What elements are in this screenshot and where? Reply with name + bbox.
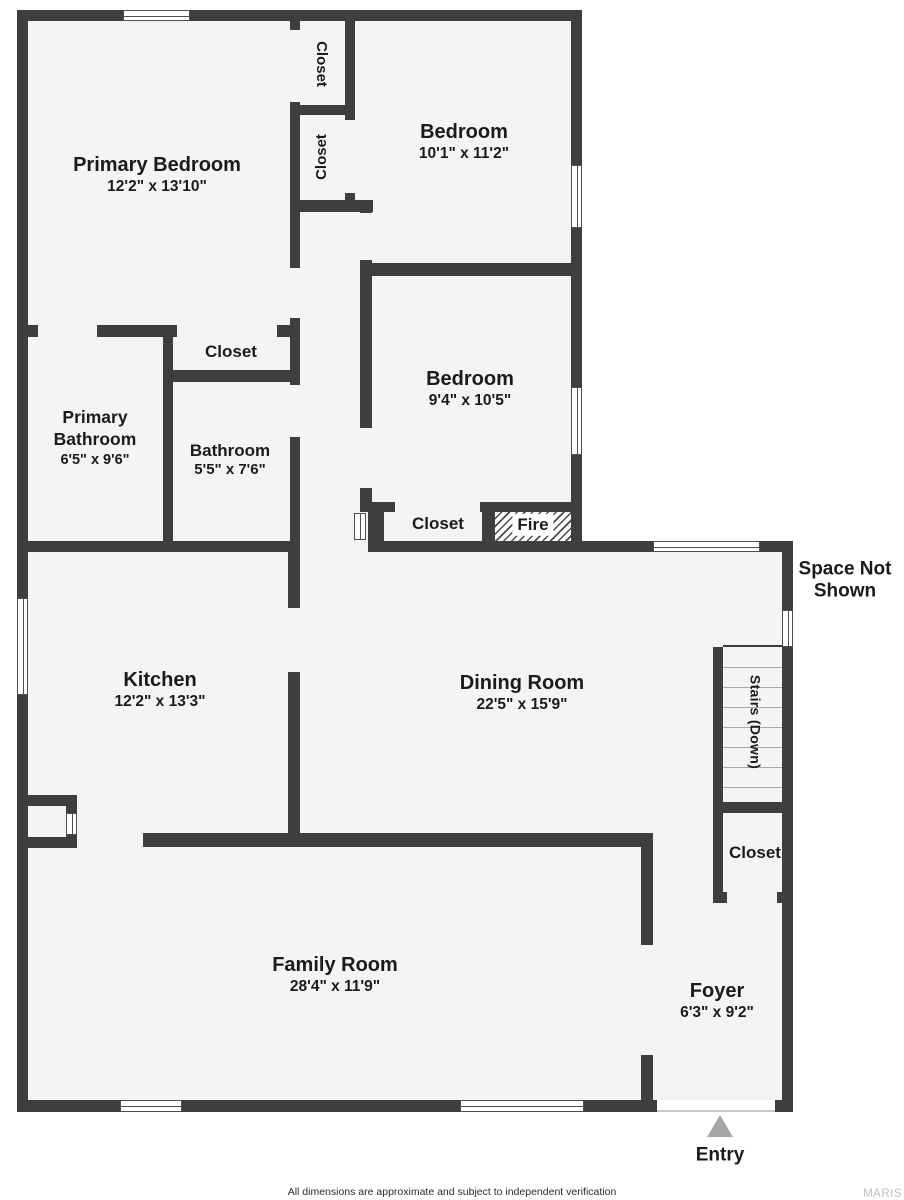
- window-marker: [653, 541, 760, 552]
- wall: [163, 337, 173, 552]
- window-marker: [571, 387, 582, 455]
- room-name: Primary Bedroom: [73, 153, 241, 176]
- room-label-closet-lower: Closet: [313, 134, 330, 180]
- room-label-primary-bedroom: Primary Bedroom 12'2" x 13'10": [73, 154, 241, 196]
- room-name: Bedroom: [426, 367, 514, 390]
- room-label-closet-mid: Closet: [205, 341, 257, 361]
- room-dims: 28'4" x 11'9": [289, 977, 381, 995]
- room-name: Foyer: [689, 979, 745, 1002]
- wall: [290, 337, 300, 552]
- room-dims: 5'5" x 7'6": [194, 460, 266, 478]
- room-dims: 6'3" x 9'2": [680, 1003, 754, 1021]
- room-dims: 6'5" x 9'6": [60, 451, 130, 468]
- room-label-primary-bathroom: Primary Bathroom 6'5" x 9'6": [37, 407, 153, 469]
- room-dims: 22'5" x 15'9": [476, 695, 568, 713]
- window-marker: [66, 813, 77, 835]
- room-label-family-room: Family Room 28'4" x 11'9": [272, 954, 398, 996]
- room-dims: 10'1" x 11'2": [418, 144, 510, 162]
- door-opening: [360, 213, 372, 260]
- room-label-stairs: Stairs (Down): [747, 674, 764, 770]
- wall: [290, 105, 355, 115]
- door-opening: [360, 428, 372, 488]
- wall: [641, 1055, 653, 1100]
- stairs-top-line: [723, 645, 783, 647]
- room-label-bedroom-mid: Bedroom 9'4" x 10'5": [426, 368, 514, 410]
- wall: [20, 795, 77, 806]
- wall: [288, 672, 300, 838]
- room-name: Family Room: [272, 953, 398, 976]
- room-label-bedroom-top: Bedroom 10'1" x 11'2": [419, 121, 509, 163]
- door-opening: [177, 325, 277, 337]
- watermark: MARIS: [863, 1188, 902, 1200]
- room-dims: 12'2" x 13'10": [107, 177, 207, 195]
- wall: [782, 552, 793, 1112]
- entry-arrow-icon: [707, 1115, 733, 1137]
- wall: [713, 802, 793, 813]
- door-opening: [395, 502, 480, 512]
- entry-opening: [657, 1100, 775, 1112]
- disclaimer-text: All dimensions are approximate and subje…: [287, 1186, 617, 1198]
- floor-area: [17, 541, 793, 1112]
- room-label-kitchen: Kitchen 12'2" x 13'3": [114, 669, 205, 711]
- door-opening: [290, 268, 300, 318]
- room-name: Primary Bathroom: [53, 407, 137, 449]
- room-label-fire: Fire: [512, 513, 554, 537]
- wall: [368, 502, 384, 552]
- wall: [713, 647, 723, 903]
- wall: [288, 552, 300, 608]
- window-marker: [17, 598, 28, 695]
- door-opening: [727, 892, 777, 903]
- room-label-bathroom: Bathroom 5'5" x 7'6": [190, 441, 270, 479]
- wall: [360, 263, 582, 276]
- wall: [17, 541, 300, 552]
- wall: [143, 833, 653, 847]
- window-marker: [123, 10, 190, 21]
- wall: [163, 370, 300, 382]
- door-opening: [290, 385, 300, 437]
- room-dims: 12'2" x 13'3": [114, 692, 206, 710]
- room-name: Bedroom: [420, 120, 508, 143]
- entry-label: Entry: [695, 1144, 745, 1166]
- window-marker: [120, 1100, 182, 1112]
- window-marker: [571, 165, 582, 228]
- space-not-shown-label: Space Not Shown: [798, 558, 892, 602]
- wall: [368, 541, 793, 552]
- wall: [482, 512, 495, 542]
- stair-treads: [723, 648, 783, 802]
- room-name: Dining Room: [459, 671, 585, 694]
- room-name: Bathroom: [189, 440, 271, 460]
- wall: [17, 1100, 793, 1112]
- wall: [571, 10, 582, 552]
- wall: [17, 10, 28, 1112]
- door-opening: [290, 30, 300, 102]
- room-dims: 9'4" x 10'5": [428, 391, 512, 409]
- room-label-closet-hall: Closet: [412, 513, 464, 533]
- room-name: Kitchen: [123, 668, 197, 691]
- door-opening: [345, 120, 355, 193]
- room-label-closet-upper: Closet: [313, 41, 330, 87]
- window-marker: [354, 513, 366, 540]
- room-label-dining-room: Dining Room 22'5" x 15'9": [460, 672, 584, 714]
- room-label-closet-stairs: Closet: [729, 842, 781, 862]
- wall: [641, 847, 653, 945]
- room-label-foyer: Foyer 6'3" x 9'2": [680, 980, 754, 1022]
- wall: [290, 200, 373, 212]
- wall: [290, 10, 300, 337]
- window-marker: [782, 610, 793, 647]
- window-marker: [460, 1100, 584, 1112]
- door-opening: [38, 325, 97, 337]
- wall: [20, 837, 77, 848]
